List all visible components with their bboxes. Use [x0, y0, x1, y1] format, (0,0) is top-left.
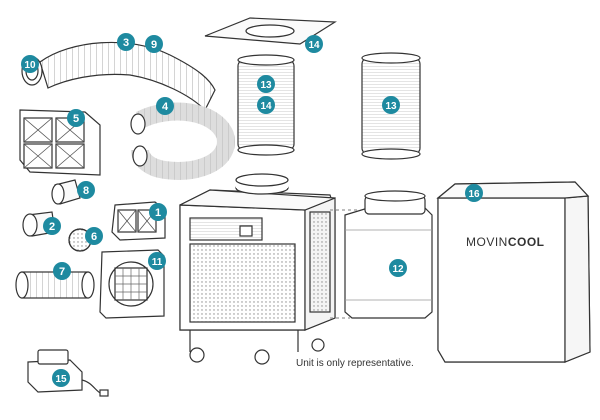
callout-c2-circle	[43, 217, 61, 235]
callout-c12-label: 12	[392, 264, 404, 275]
portable-ac-unit	[179, 173, 336, 365]
callout-c1-circle	[149, 203, 167, 221]
callout-c14a-label: 14	[260, 101, 272, 112]
callout-c2-label: 2	[49, 221, 55, 233]
callout-c14a-circle	[257, 96, 275, 114]
straight-duct	[15, 271, 95, 299]
callout-c1-label: 1	[155, 207, 161, 219]
callout-c10-label: 10	[24, 60, 36, 71]
callout-c13a-circle	[257, 75, 275, 93]
callout-c14b-label: 14	[308, 40, 320, 51]
callout-c10-circle	[21, 55, 39, 73]
callout-c13b-label: 13	[385, 101, 397, 112]
callout-c13b-circle	[382, 96, 400, 114]
callout-c16-label: 16	[468, 189, 480, 200]
callout-c5-circle	[67, 109, 85, 127]
callout-c7-circle	[53, 262, 71, 280]
callout-c3-label: 3	[123, 37, 129, 49]
callout-c15-circle	[52, 369, 70, 387]
coiled-hose	[130, 102, 235, 180]
callout-c13a-label: 13	[260, 80, 272, 91]
brand-logo: MOVINCOOL	[466, 235, 545, 249]
ceiling-panel	[204, 17, 337, 45]
callout-c6-circle	[85, 227, 103, 245]
callout-c8-label: 8	[83, 185, 89, 197]
unit-cover	[436, 181, 591, 363]
callout-c5-label: 5	[73, 113, 79, 125]
collar-8	[51, 179, 81, 205]
window-panel	[99, 249, 165, 319]
exhaust-hose	[21, 41, 216, 112]
brand-suffix: COOL	[507, 235, 545, 249]
callout-c14b-circle	[305, 35, 323, 53]
callout-c3-circle	[117, 33, 135, 51]
callout-c8-circle	[77, 181, 95, 199]
callout-c16-circle	[465, 184, 483, 202]
grille-box	[19, 109, 101, 176]
callout-c4-circle	[156, 97, 174, 115]
callout-c9-circle	[145, 35, 163, 53]
callout-c15-label: 15	[55, 374, 67, 385]
brand-prefix: MOVIN	[466, 235, 508, 249]
callout-c6-label: 6	[91, 231, 97, 243]
filter-canister	[330, 190, 433, 319]
callout-c12-circle	[389, 259, 407, 277]
callout-c11-label: 11	[152, 257, 163, 268]
representative-note: Unit is only representative.	[296, 358, 414, 369]
callout-c11-circle	[148, 252, 166, 270]
callout-c4-label: 4	[162, 101, 169, 113]
callout-c9-label: 9	[151, 39, 157, 51]
callout-c7-label: 7	[59, 266, 65, 278]
